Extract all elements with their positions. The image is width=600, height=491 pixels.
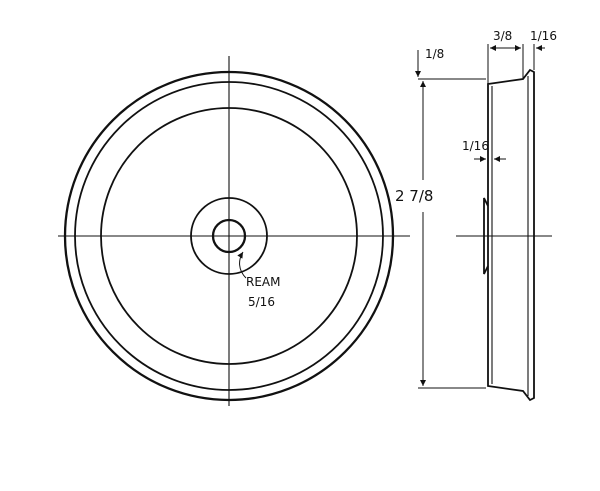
face-circle (100, 107, 358, 365)
side-profile-outline (487, 68, 535, 402)
hub-circle (190, 197, 268, 275)
bore-circle (211, 218, 247, 254)
top-flange-label: 1/8 (425, 47, 444, 61)
ream-label: REAM (246, 275, 280, 289)
rim-inner-circle (74, 81, 384, 391)
hub-boss (483, 197, 489, 275)
side-view: 2 7/8 1/8 3/8 1/16 1/16 (395, 29, 557, 402)
inner-step-label: 1/16 (462, 139, 489, 153)
front-view: REAM 5/16 (58, 56, 410, 406)
rim-label: 1/16 (530, 29, 557, 43)
ream-leader (237, 251, 247, 279)
ream-size-label: 5/16 (248, 295, 275, 309)
diameter-label: 2 7/8 (395, 187, 433, 205)
outer-rim-circle (63, 70, 395, 402)
depth-label: 3/8 (493, 29, 512, 43)
